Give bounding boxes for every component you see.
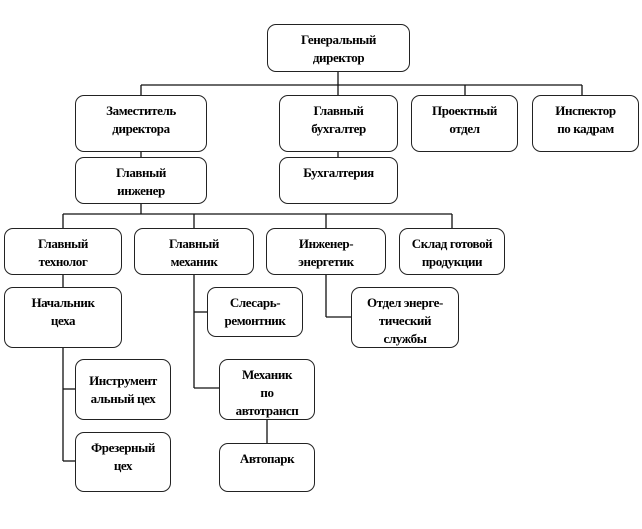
node-chief-accountant: Главный бухгалтер bbox=[279, 95, 398, 152]
node-general-director: Генеральный директор bbox=[267, 24, 410, 72]
node-label-line: инженер bbox=[117, 183, 165, 198]
node-label-line: технолог bbox=[38, 254, 88, 269]
node-label-line: директор bbox=[312, 50, 365, 65]
node-deputy-director: Заместитель директора bbox=[75, 95, 207, 152]
node-milling-shop: Фрезерный цех bbox=[75, 432, 171, 492]
node-chief-engineer: Главный инженер bbox=[75, 157, 207, 204]
node-chief-mechanic: Главный механик bbox=[134, 228, 254, 275]
node-label-line: Заместитель bbox=[106, 103, 176, 118]
node-label-line: Проектный bbox=[431, 103, 498, 118]
node-label-line: Главный bbox=[116, 165, 166, 180]
node-tool-shop: Инструмент альный цех bbox=[75, 359, 171, 420]
node-label-line: Инспектор bbox=[555, 103, 616, 118]
node-label-line: отдел bbox=[449, 121, 480, 136]
node-label-line: Механик bbox=[241, 367, 293, 382]
node-label-line: Генеральный bbox=[300, 32, 377, 47]
node-label-line: Главный bbox=[169, 236, 219, 251]
node-label-line: продукции bbox=[421, 254, 483, 269]
node-motor-pool: Автопарк bbox=[219, 443, 315, 492]
node-label-line: Фрезерный bbox=[91, 440, 155, 455]
node-label-line: директора bbox=[112, 121, 170, 136]
node-label-line: цех bbox=[113, 458, 133, 473]
node-label-line: энергетик bbox=[298, 254, 354, 269]
node-transport-mechanic: Механик по автотрансп bbox=[219, 359, 315, 420]
node-label-line: по bbox=[260, 385, 274, 400]
node-chief-technologist: Главный технолог bbox=[4, 228, 122, 275]
node-label-line: Слесарь- bbox=[229, 295, 281, 310]
node-label-line: Бухгалтерия bbox=[303, 165, 374, 180]
node-label-line: автотрансп bbox=[235, 403, 299, 418]
node-label-line: Начальник bbox=[31, 295, 95, 310]
node-label-line: по кадрам bbox=[557, 121, 614, 136]
node-power-dept: Отдел энерге-тический службы bbox=[351, 287, 459, 348]
node-project-dept: Проектный отдел bbox=[411, 95, 518, 152]
node-label-line: Отдел энерге- bbox=[367, 295, 443, 310]
node-label-line: цеха bbox=[50, 313, 76, 328]
node-label-line: Автопарк bbox=[239, 451, 295, 466]
node-label-line: тический bbox=[378, 313, 432, 328]
node-label-line: службы bbox=[383, 331, 427, 346]
node-shop-head: Начальник цеха bbox=[4, 287, 122, 348]
node-label-line: альный цех bbox=[90, 390, 156, 406]
node-hr-inspector: Инспектор по кадрам bbox=[532, 95, 639, 152]
node-label-line: механик bbox=[170, 254, 218, 269]
node-label-line: Склад готовой bbox=[411, 236, 493, 251]
node-label-line: Главный bbox=[38, 236, 88, 251]
node-label-line: ремонтник bbox=[224, 313, 286, 328]
node-label-line: бухгалтер bbox=[311, 121, 366, 136]
node-repair-fitter: Слесарь-ремонтник bbox=[207, 287, 303, 337]
node-label-line: Главный bbox=[313, 103, 364, 118]
node-label-line: Инструмент bbox=[89, 372, 157, 388]
node-power-engineer: Инженер-энергетик bbox=[266, 228, 386, 275]
node-finished-goods-warehouse: Склад готовой продукции bbox=[399, 228, 505, 275]
node-accounting: Бухгалтерия bbox=[279, 157, 398, 204]
node-label-line: Инженер- bbox=[298, 236, 354, 251]
